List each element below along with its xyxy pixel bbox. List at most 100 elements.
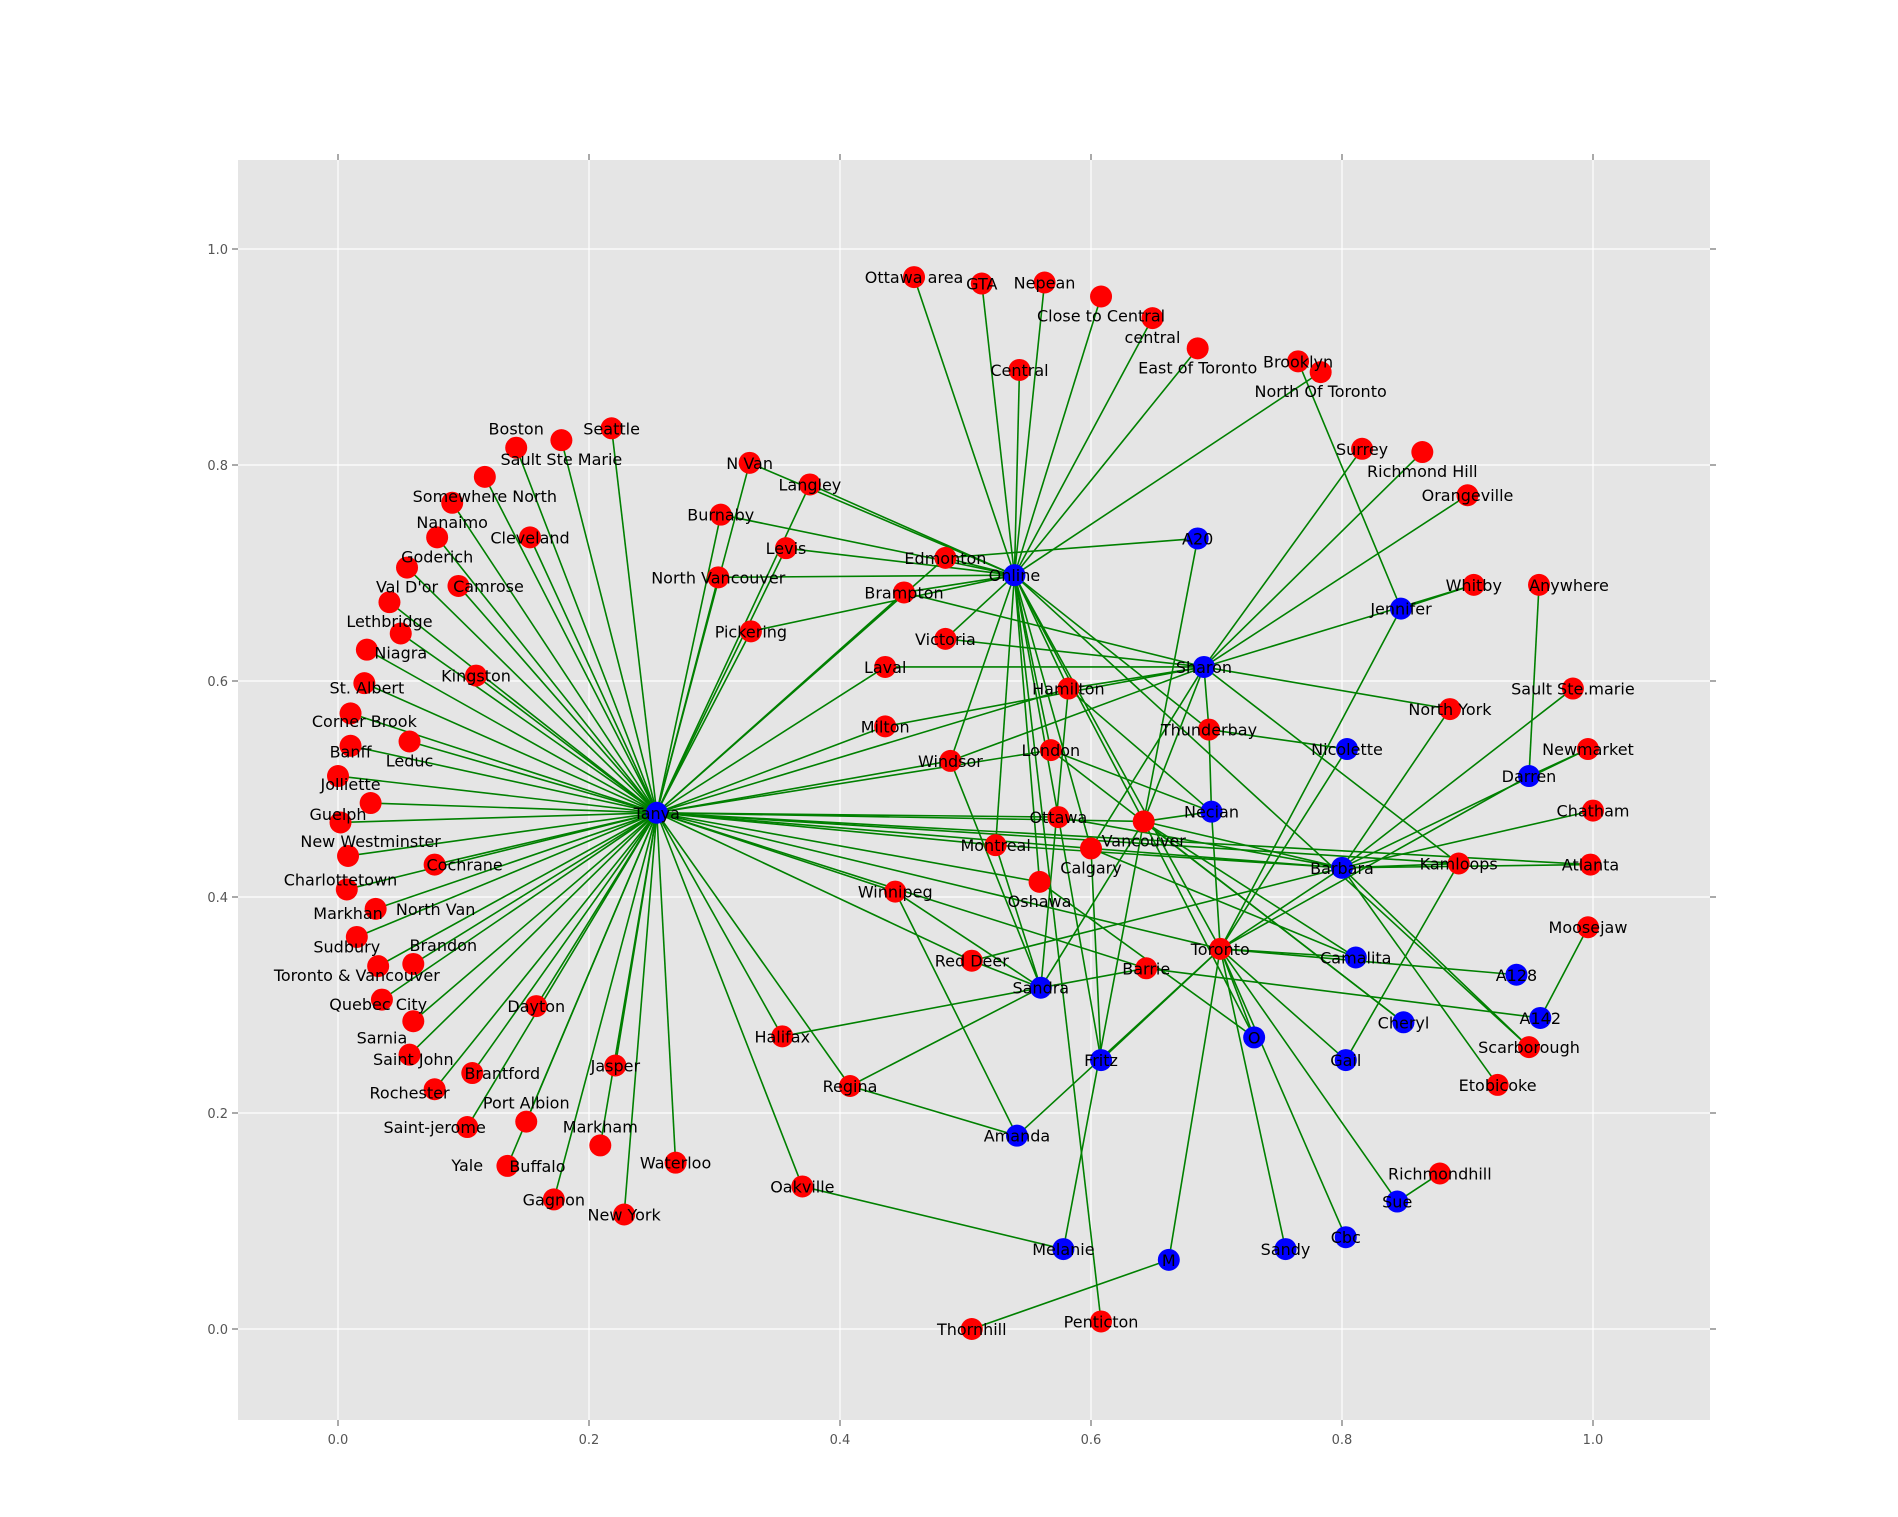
node-person[interactable] bbox=[1505, 963, 1528, 986]
node-place[interactable] bbox=[359, 792, 382, 815]
node-person[interactable] bbox=[1334, 1049, 1357, 1072]
node-person[interactable] bbox=[1005, 1124, 1028, 1147]
node-place[interactable] bbox=[1428, 1162, 1451, 1185]
node-place[interactable] bbox=[970, 272, 993, 295]
node-place[interactable] bbox=[1047, 806, 1070, 829]
node-person[interactable] bbox=[645, 801, 668, 824]
node-place[interactable] bbox=[1197, 718, 1220, 741]
node-place[interactable] bbox=[1057, 677, 1080, 700]
node-place[interactable] bbox=[874, 655, 897, 678]
node-place[interactable] bbox=[984, 834, 1007, 857]
node-person[interactable] bbox=[1200, 800, 1223, 823]
node-place[interactable] bbox=[505, 436, 528, 459]
node-person[interactable] bbox=[1243, 1026, 1266, 1049]
node-person[interactable] bbox=[1389, 597, 1412, 620]
node-place[interactable] bbox=[337, 844, 360, 867]
node-place[interactable] bbox=[461, 1062, 484, 1085]
node-place[interactable] bbox=[550, 429, 573, 452]
node-person[interactable] bbox=[1274, 1238, 1297, 1261]
node-place[interactable] bbox=[339, 734, 362, 757]
node-place[interactable] bbox=[1028, 870, 1051, 893]
node-person[interactable] bbox=[1334, 1226, 1357, 1249]
node-place[interactable] bbox=[335, 878, 358, 901]
node-place[interactable] bbox=[441, 491, 464, 514]
node-place[interactable] bbox=[1576, 916, 1599, 939]
node-place[interactable] bbox=[604, 1054, 627, 1077]
node-place[interactable] bbox=[1008, 358, 1031, 381]
node-place[interactable] bbox=[893, 581, 916, 604]
node-place[interactable] bbox=[709, 503, 732, 526]
node-place[interactable] bbox=[600, 417, 623, 440]
node-place[interactable] bbox=[398, 730, 421, 753]
node-place[interactable] bbox=[473, 465, 496, 488]
node-person[interactable] bbox=[1386, 1190, 1409, 1213]
node-place[interactable] bbox=[664, 1151, 687, 1174]
node-place[interactable] bbox=[519, 526, 542, 549]
node-place[interactable] bbox=[1528, 573, 1551, 596]
node-place[interactable] bbox=[1080, 837, 1102, 860]
node-person[interactable] bbox=[1192, 655, 1215, 678]
node-place[interactable] bbox=[1447, 852, 1470, 875]
node-person[interactable] bbox=[1392, 1011, 1415, 1034]
node-place[interactable] bbox=[791, 1175, 814, 1198]
node-place[interactable] bbox=[447, 574, 470, 597]
node-place[interactable] bbox=[402, 952, 425, 975]
node-place[interactable] bbox=[960, 949, 983, 972]
node-place[interactable] bbox=[874, 715, 897, 738]
node-place[interactable] bbox=[1209, 937, 1232, 960]
node-place[interactable] bbox=[1141, 307, 1164, 330]
node-place[interactable] bbox=[367, 955, 390, 978]
node-place[interactable] bbox=[1186, 337, 1209, 360]
node-place[interactable] bbox=[339, 702, 362, 725]
node-place[interactable] bbox=[525, 995, 548, 1018]
node-person[interactable] bbox=[1003, 564, 1026, 587]
node-person[interactable] bbox=[1517, 765, 1540, 788]
node-place[interactable] bbox=[1411, 441, 1434, 464]
node-place[interactable] bbox=[423, 1078, 446, 1101]
node-place[interactable] bbox=[389, 622, 412, 645]
node-place[interactable] bbox=[934, 627, 957, 650]
node-person[interactable] bbox=[1529, 1006, 1552, 1029]
node-place[interactable] bbox=[355, 638, 378, 661]
node-place[interactable] bbox=[775, 537, 798, 560]
node-place[interactable] bbox=[1309, 361, 1332, 384]
node-place[interactable] bbox=[1090, 1310, 1113, 1333]
node-place[interactable] bbox=[960, 1318, 983, 1340]
node-person[interactable] bbox=[1052, 1238, 1075, 1261]
node-place[interactable] bbox=[496, 1154, 519, 1177]
node-place[interactable] bbox=[798, 473, 821, 496]
node-place[interactable] bbox=[423, 853, 446, 876]
node-place[interactable] bbox=[1456, 484, 1479, 507]
node-place[interactable] bbox=[370, 988, 393, 1011]
node-place[interactable] bbox=[613, 1203, 636, 1226]
node-person[interactable] bbox=[1157, 1248, 1180, 1271]
node-person[interactable] bbox=[1344, 946, 1367, 969]
node-place[interactable] bbox=[707, 566, 730, 589]
node-place[interactable] bbox=[738, 451, 761, 474]
node-place[interactable] bbox=[402, 1010, 425, 1033]
node-place[interactable] bbox=[1039, 739, 1062, 762]
node-place[interactable] bbox=[1462, 573, 1485, 596]
node-place[interactable] bbox=[456, 1116, 479, 1139]
node-place[interactable] bbox=[1135, 957, 1158, 980]
node-person[interactable] bbox=[1029, 976, 1052, 999]
node-place[interactable] bbox=[771, 1025, 794, 1048]
node-place[interactable] bbox=[327, 765, 349, 788]
node-place[interactable] bbox=[329, 811, 352, 834]
node-place[interactable] bbox=[934, 546, 957, 569]
node-place[interactable] bbox=[1438, 698, 1461, 721]
node-place[interactable] bbox=[884, 880, 907, 903]
node-place[interactable] bbox=[1351, 437, 1374, 460]
node-place[interactable] bbox=[1132, 810, 1155, 833]
node-place[interactable] bbox=[426, 526, 449, 549]
node-person[interactable] bbox=[1336, 738, 1359, 761]
node-person[interactable] bbox=[1090, 1049, 1113, 1072]
node-place[interactable] bbox=[364, 897, 387, 920]
node-place[interactable] bbox=[839, 1075, 862, 1097]
node-place[interactable] bbox=[1090, 285, 1113, 308]
node-place[interactable] bbox=[1576, 738, 1599, 761]
node-place[interactable] bbox=[398, 1043, 421, 1066]
node-place[interactable] bbox=[589, 1134, 612, 1157]
node-place[interactable] bbox=[1517, 1036, 1540, 1059]
node-place[interactable] bbox=[465, 664, 488, 687]
